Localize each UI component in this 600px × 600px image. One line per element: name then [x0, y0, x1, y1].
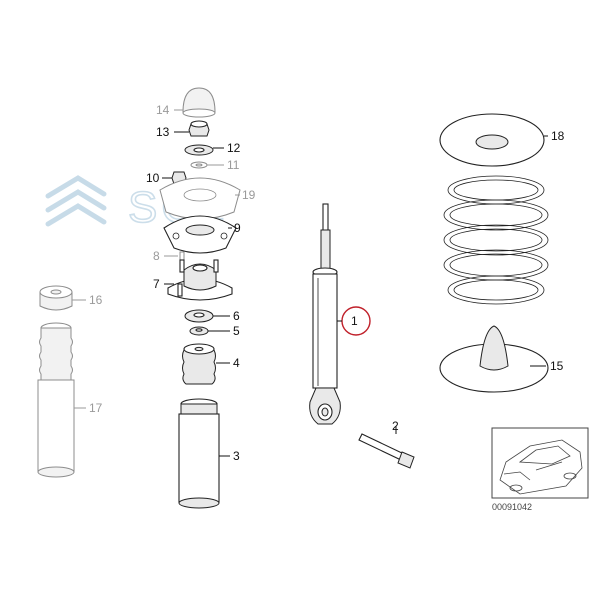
label-part-16: 16 [89, 293, 103, 307]
part-6-ring [184, 309, 214, 323]
label-part-10: 10 [146, 171, 160, 185]
part-7-strut-mount [167, 259, 233, 301]
part-9-mounting-plate [163, 215, 237, 254]
label-part-11: 11 [227, 158, 240, 172]
label-part-19: 19 [242, 188, 256, 202]
label-part-5: 5 [233, 324, 240, 338]
part-2-bolt [358, 433, 415, 469]
watermark-logo-icon [45, 175, 107, 227]
part-12-washer [184, 144, 214, 156]
part-14-cap [182, 87, 216, 118]
leader-lines [72, 109, 548, 457]
part-5-washer [189, 326, 209, 336]
label-part-6: 6 [233, 309, 240, 323]
label-part-17: 17 [89, 401, 103, 415]
part-1-shock-absorber [309, 203, 341, 425]
label-part-13: 13 [156, 125, 170, 139]
vehicle-reference-thumbnail: 00091042 [491, 427, 589, 512]
label-part-14: 14 [156, 103, 170, 117]
part-15-lower-spring-pad [439, 325, 549, 393]
part-4-bump-stop [182, 343, 216, 385]
part-17-dust-boot [37, 322, 75, 478]
reference-code: 00091042 [492, 502, 532, 512]
part-16-bump-stop [39, 285, 73, 311]
part-13-nut [188, 120, 210, 137]
coil-spring [443, 175, 549, 305]
label-part-7: 7 [153, 277, 160, 291]
label-part-1: 1 [351, 314, 358, 328]
label-part-4: 4 [233, 356, 240, 370]
part-labels: 1 2 3 4 5 6 7 8 9 10 11 12 13 14 15 16 1… [89, 103, 565, 463]
part-3-dust-boot [178, 398, 220, 509]
label-part-18: 18 [551, 129, 565, 143]
label-part-8: 8 [153, 249, 160, 263]
part-18-upper-spring-pad [439, 113, 545, 167]
part-11-washer [190, 161, 208, 169]
car-icon [499, 439, 583, 495]
label-part-3: 3 [233, 449, 240, 463]
label-part-15: 15 [550, 359, 564, 373]
part-19-gasket [159, 177, 241, 220]
label-part-12: 12 [227, 141, 241, 155]
label-part-9: 9 [234, 221, 241, 235]
label-part-2: 2 [392, 419, 399, 433]
